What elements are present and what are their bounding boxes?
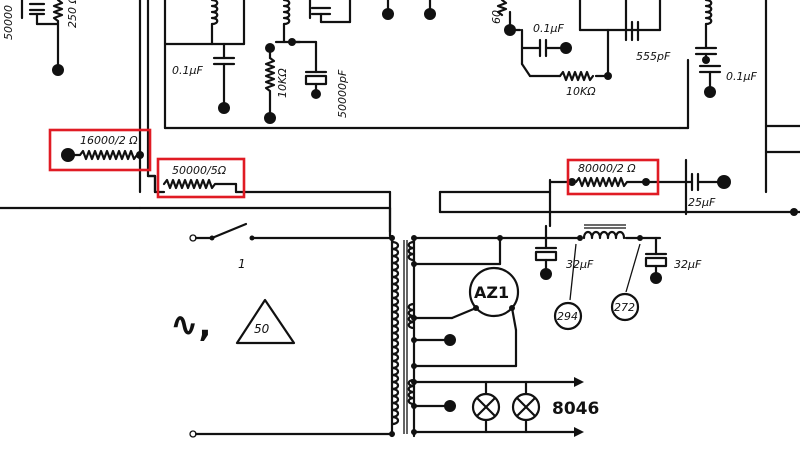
pilot-lamp-1 (471, 392, 501, 422)
ac-symbol: ∿, (170, 305, 211, 345)
resistor-label-10k-right: 10KΩ (566, 85, 596, 98)
resistor-label-250: 250 Ω (66, 0, 79, 28)
resistor-label-16000: 16000/2 Ω (80, 134, 138, 147)
cap-label-32uf-b: 32μF (674, 258, 702, 271)
cap-label-555pf: 555pF (636, 50, 671, 63)
highlight-box-50000 (156, 157, 246, 199)
resistor-label-10k-mid: 10KΩ (276, 68, 289, 98)
highlight-box-16000 (48, 128, 152, 172)
mains-frequency-triangle (235, 298, 296, 345)
resistor-label-50000-5: 50000/5Ω (172, 164, 227, 177)
highlight-boxes (48, 128, 660, 199)
lamp-type-label: 8046 (552, 399, 599, 419)
cap-label-25uf: 25μF (688, 196, 716, 209)
tube-label-az1: AZ1 (474, 283, 509, 302)
partial-label-60: 60 (490, 10, 503, 24)
mains-frequency-label: 50 (254, 322, 270, 336)
resistor-label-80000: 80000/2 Ω (578, 162, 636, 175)
cap-label-0.1uf-top-right: 0.1μF (533, 22, 564, 35)
cap-label-0.1uf-right: 0.1μF (726, 70, 757, 83)
ref-circle-272 (610, 292, 640, 322)
top-left-section: 50000 250 Ω (2, 0, 157, 194)
resistor-label-50000: 50000 (2, 5, 15, 40)
ref-label-294: 294 (557, 310, 578, 323)
cap-label-50000pf: 50000pF (336, 69, 349, 118)
ref-circle-294 (553, 301, 583, 331)
top-right-section: 60 0.1μF 10KΩ 555pF 0.1μ (490, 0, 800, 194)
pilot-lamp-2 (511, 392, 541, 422)
resistor-row: 16000/2 Ω 50000/5Ω 80000/2 Ω 25μF (61, 134, 800, 234)
ref-label-272: 272 (614, 301, 635, 314)
cap-label-32uf-a: 32μF (566, 258, 594, 271)
highlight-box-80000 (566, 158, 660, 196)
top-middle-section: 0.1μF 10KΩ 50000pF (163, 0, 682, 130)
svg-text:1: 1 (238, 257, 246, 271)
cap-label-0.1uf-left: 0.1μF (172, 64, 203, 77)
power-supply-section: 1 ∿, 50 AZ1 (0, 206, 702, 438)
rectifier-tube (468, 266, 520, 318)
